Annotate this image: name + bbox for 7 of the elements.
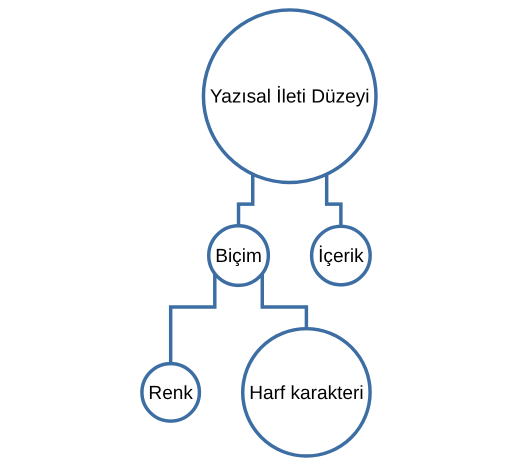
- node-circle: Yazısal İleti Düzeyi: [201, 8, 378, 184]
- node-circle: İçerik: [309, 224, 372, 286]
- node-circle: Renk: [140, 361, 201, 422]
- node-circle: Biçim: [206, 224, 270, 287]
- connector: [168, 273, 216, 365]
- connector: [260, 273, 308, 330]
- node-circle: Harf karakteri: [240, 326, 372, 458]
